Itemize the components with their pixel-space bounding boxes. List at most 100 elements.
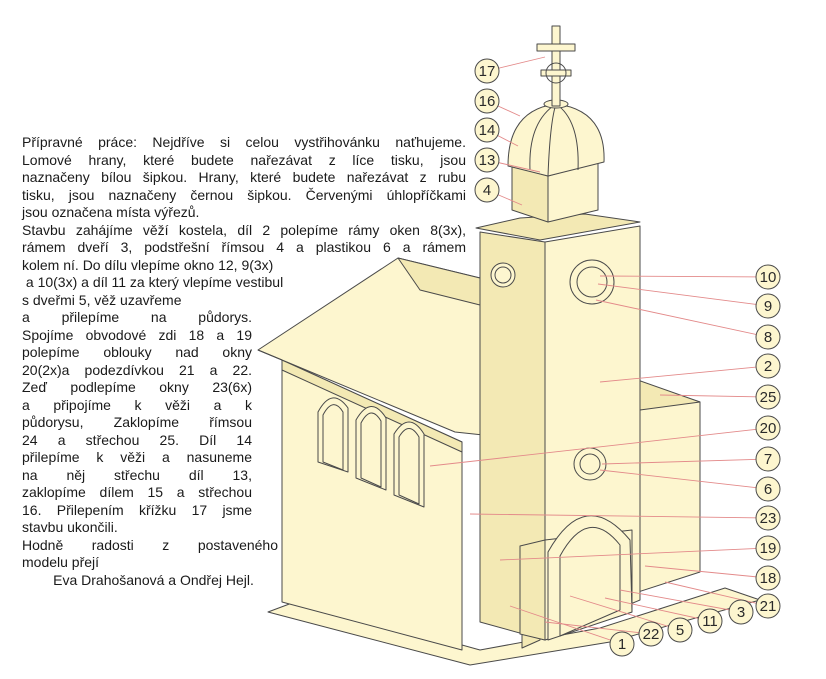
leader-line-23 [469,513,769,519]
instruction-line: rámem dveří 3, podstřešní římsou 4 a pla… [22,239,466,255]
callout-circle [755,415,781,441]
callout-number: 17 [479,63,496,80]
callout-number: 23 [760,510,777,527]
callout-number: 22 [643,626,660,643]
callout-6: 6 [755,476,781,502]
callout-number: 18 [760,570,777,587]
instruction-line: s dveřmi 5, věž uzavřeme [22,291,182,308]
leader-line-2 [599,365,769,383]
callout-number: 25 [760,389,777,406]
instruction-line: polepíme oblouky nad okny [22,344,252,360]
callout-circle [755,293,781,319]
instruction-line: a připojíme k věži a k [22,396,252,413]
callout-20: 20 [755,415,781,441]
nave-eave [257,349,283,361]
leader-line-9 [597,283,769,307]
callout-14: 14 [474,117,500,143]
callout-circle [474,177,500,203]
instruction-line: 24 a střechou 25. Díl 14 [22,431,252,448]
callout-circle [755,505,781,531]
callout-markers: 17 16 14 13 4 10 9 8 2 25 20 7 6 23 19 18 21 3 11 5 22 1 [474,58,781,657]
callout-2: 2 [755,353,781,379]
tower-side-window-inner [494,266,512,284]
callout-7: 7 [755,446,781,472]
callout-circle [697,608,723,634]
instruction-line: Spojíme obvodové zdi 18 a 19 [22,326,252,343]
instruction-line: a přilepíme na půdorys. [22,309,252,325]
cross-bottom-bar [540,69,572,77]
instruction-line: půdorysu, Zaklopíme římsou [22,414,252,430]
leader-line-6 [599,469,769,490]
instruction-line: Hodně radosti z postaveného [22,536,278,553]
nave-right-wall [631,379,701,595]
callout-8: 8 [755,324,781,350]
instruction-line: modelu přejí [22,554,100,570]
church-drawing [257,25,761,666]
instruction-line: jsou označena místa výřezů. [22,204,200,220]
callout-number: 2 [764,358,772,375]
callout-19: 19 [755,535,781,561]
cross-top-bar [536,43,576,52]
callout-21: 21 [755,593,781,619]
callout-circle [755,565,781,591]
callout-number: 14 [479,122,496,139]
cross-ring [545,62,567,84]
callout-number: 6 [764,481,772,498]
callout-number: 19 [760,540,777,557]
instruction-line: tisku, jsou naznačeny černou šipkou. Čer… [22,186,466,203]
instruction-line: naznačeny bílou šipkou. Hrany, které bud… [22,169,466,185]
callout-circle [474,88,500,114]
door-opening [559,527,621,637]
leader-line-8 [595,299,769,338]
callout-circle [755,264,781,290]
assembly-instructions: Přípravné práce: Nejdříve si celou vystř… [22,134,472,589]
callout-number: 16 [479,93,496,110]
instruction-line: zaklopíme dílem 15 a střechou [22,484,252,500]
instruction-line: Stavbu zahájíme věží kostela, díl 2 pole… [22,221,466,238]
callout-10: 10 [755,264,781,290]
callout-circle [755,476,781,502]
callout-23: 23 [755,505,781,531]
instruction-line: Lomové hrany, které budete nařezávat z l… [22,151,466,168]
leader-line-10 [599,275,769,278]
callout-number: 10 [760,269,777,286]
callout-circle [755,593,781,619]
callout-circle [755,384,781,410]
callout-number: 4 [483,182,491,199]
tower-round-window-inner [576,266,608,298]
callout-circle [609,631,635,657]
callout-9: 9 [755,293,781,319]
callout-circle [728,599,754,625]
instruction-line: 16. Přilepením křížku 17 jsme [22,501,252,518]
callout-circle [474,117,500,143]
callout-11: 11 [697,608,723,634]
callout-number: 13 [479,152,496,169]
callout-18: 18 [755,565,781,591]
dome [507,103,605,177]
leader-line-11 [604,597,711,622]
callout-circle [474,147,500,173]
callout-number: 9 [764,298,772,315]
callout-number: 1 [618,636,626,653]
tower-plastic-inner [579,453,601,475]
callout-number: 7 [764,451,772,468]
callout-number: 11 [702,613,718,630]
callout-circle [638,621,664,647]
leader-line-20 [429,427,769,467]
callout-4: 4 [474,177,500,203]
callout-circle [755,446,781,472]
leader-line-19 [499,547,769,561]
callout-circle [755,535,781,561]
leader-line-7 [601,458,769,465]
callout-5: 5 [667,617,693,643]
callout-number: 21 [760,598,777,615]
instruction-line: Zeď podlepíme okny 23(6x) [22,379,252,395]
leader-line-3 [619,589,742,613]
instruction-line: Přípravné práce: Nejdříve si celou vystř… [22,134,466,150]
callout-25: 25 [755,384,781,410]
instruction-line: přilepíme k věži a nasuneme [22,449,252,465]
nave-window-3-inner [398,428,420,505]
tower-top-cornice [475,213,641,241]
callout-number: 3 [737,604,745,621]
